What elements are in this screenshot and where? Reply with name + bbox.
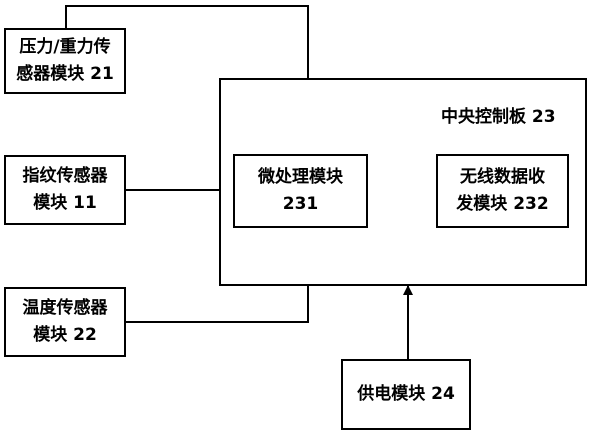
fingerprint-sensor-label-line2: 模块 11 [33,193,97,213]
fingerprint-sensor-label-line1: 指纹传感器 [22,166,108,186]
wireless-module-box: 无线数据收 发模块 232 [436,154,569,228]
pressure-sensor-box: 压力/重力传 感器模块 21 [4,28,126,94]
microprocessor-label-line2: 231 [282,194,319,214]
microprocessor-box: 微处理模块 231 [233,154,368,228]
temperature-sensor-label-line2: 模块 22 [33,325,97,345]
power-module-box: 供电模块 24 [341,359,471,430]
fingerprint-sensor-box: 指纹传感器 模块 11 [4,155,126,225]
control-board-label: 中央控制板 23 [441,107,556,127]
wireless-module-label-line1: 无线数据收 [460,167,545,187]
temperature-sensor-box: 温度传感器 模块 22 [4,287,126,357]
power-module-label: 供电模块 24 [357,384,455,404]
microprocessor-label-line1: 微处理模块 [258,167,343,187]
wireless-module-label-line2: 发模块 232 [456,194,549,214]
temperature-sensor-label-line1: 温度传感器 [22,298,108,318]
pressure-sensor-label-line1: 压力/重力传 [19,37,111,57]
pressure-sensor-label-line2: 感器模块 21 [16,64,114,84]
